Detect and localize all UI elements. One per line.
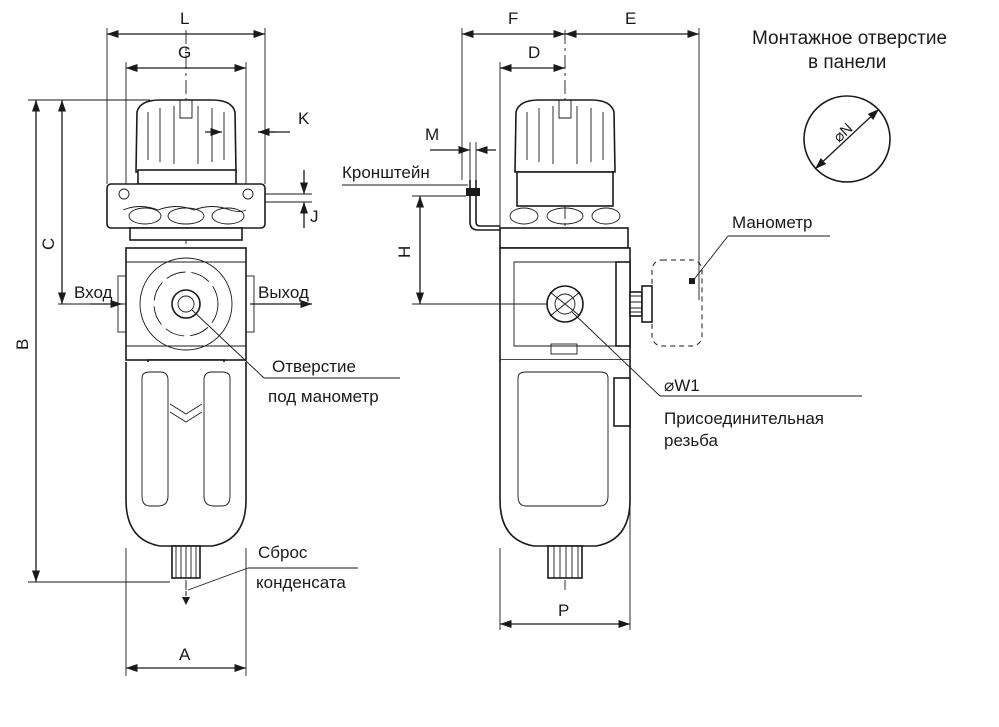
outlet-label: Выход: [258, 283, 309, 302]
panel-hole-label-2: в панели: [808, 52, 886, 73]
dim-h: H: [395, 246, 414, 258]
front-view: [28, 28, 400, 676]
dim-n: ⌀N: [830, 120, 856, 146]
dim-g: G: [178, 43, 191, 62]
thread-label-2: резьба: [664, 431, 719, 450]
side-knob: [499, 99, 629, 249]
dim-w1: ⌀W1: [664, 376, 700, 395]
dim-m: M: [425, 125, 439, 144]
dim-c: C: [39, 238, 58, 250]
panel-hole-detail: [803, 95, 891, 183]
dim-e: E: [625, 9, 636, 28]
dim-d: D: [528, 43, 540, 62]
dim-p: P: [558, 601, 569, 620]
bracket: [466, 180, 500, 231]
dim-f: F: [508, 9, 518, 28]
front-body: [117, 247, 255, 379]
front-bowl: [125, 362, 247, 579]
dim-b: B: [13, 339, 32, 350]
side-bowl: [499, 360, 631, 579]
bracket-label: Кронштейн: [342, 163, 430, 182]
dim-k: K: [298, 109, 310, 128]
panel-hole-label-1: Монтажное отверстие: [752, 28, 947, 49]
drain-label-1: Сброс: [258, 543, 308, 562]
thread-label-1: Присоединительная: [664, 409, 824, 428]
gauge-port-label-2: под манометр: [268, 387, 379, 406]
front-mounting-plate: [106, 183, 266, 241]
dim-l: L: [180, 9, 189, 28]
gauge-port-label-1: Отверстие: [272, 357, 356, 376]
side-view: [342, 28, 862, 630]
dim-a: A: [179, 645, 191, 664]
inlet-label: Вход: [74, 283, 113, 302]
gauge-label: Манометр: [732, 213, 812, 232]
dim-j: J: [310, 207, 319, 226]
front-knob: [135, 99, 237, 185]
drain-label-2: конденсата: [256, 573, 346, 592]
